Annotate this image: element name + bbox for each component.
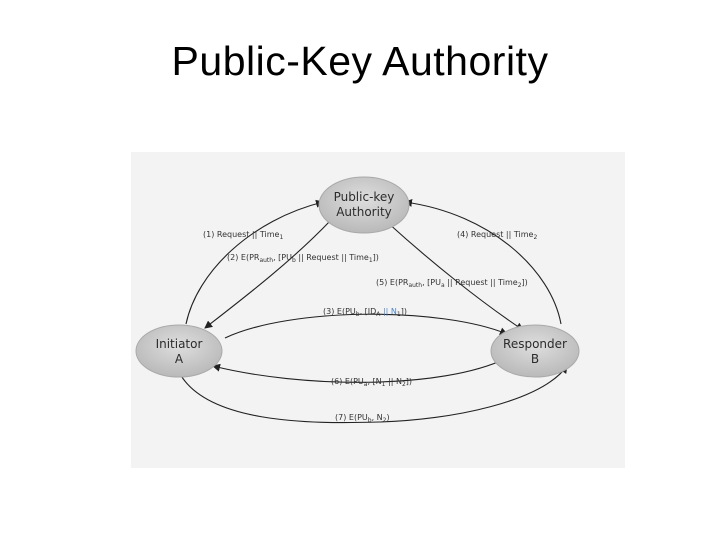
diagram-figure: Public-key Authority Initiator A Respond… xyxy=(131,152,625,468)
node-initiator: Initiator A xyxy=(135,324,223,378)
message-7: (7) E(PUb, N2) xyxy=(335,413,390,424)
arrow-6 xyxy=(212,357,508,383)
arrow-2 xyxy=(204,219,332,329)
node-responder: Responder B xyxy=(490,324,580,378)
initiator-label-line1: Initiator xyxy=(156,337,203,351)
arrow-4 xyxy=(404,199,562,325)
authority-label-line2: Authority xyxy=(336,205,392,219)
message-1: (1) Request || Time1 xyxy=(203,230,283,241)
responder-label-line1: Responder xyxy=(503,337,567,351)
message-4: (4) Request || Time2 xyxy=(457,230,537,241)
arrow-7 xyxy=(176,365,568,424)
slide-title: Public-Key Authority xyxy=(171,38,549,84)
message-6: (6) E(PUa, [N1 || N2]) xyxy=(331,377,412,388)
arrow-3 xyxy=(224,313,508,339)
arrow-1 xyxy=(185,199,324,325)
message-5: (5) E(PRauth, [PUa || Request || Time2]) xyxy=(376,278,528,289)
arrow-5 xyxy=(386,221,524,331)
diagram-svg: Public-key Authority Initiator A Respond… xyxy=(135,176,580,424)
initiator-label-line2: A xyxy=(175,352,184,366)
node-authority: Public-key Authority xyxy=(318,176,410,234)
message-2: (2) E(PRauth, [PUb || Request || Time1]) xyxy=(227,253,379,264)
authority-label-line1: Public-key xyxy=(334,190,395,204)
message-3: (3) E(PUb, [IDA || N1]) xyxy=(323,307,407,318)
responder-label-line2: B xyxy=(531,352,539,366)
